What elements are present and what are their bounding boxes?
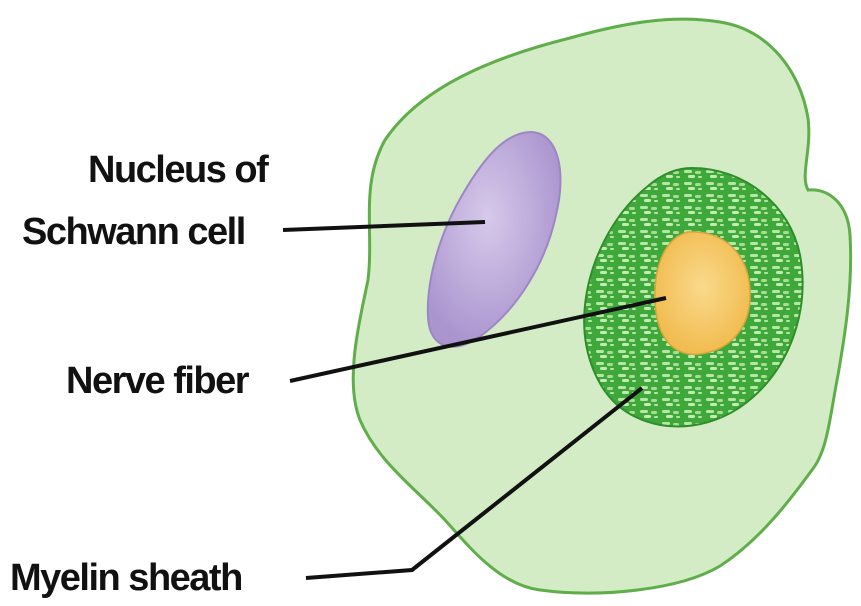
nerve-fiber-axon <box>655 232 750 354</box>
label-nucleus-line2: Schwann cell <box>22 211 245 253</box>
label-myelin-sheath: Myelin sheath <box>10 557 242 599</box>
label-nerve-fiber: Nerve fiber <box>66 360 250 402</box>
label-nucleus-line1: Nucleus of <box>88 149 269 191</box>
